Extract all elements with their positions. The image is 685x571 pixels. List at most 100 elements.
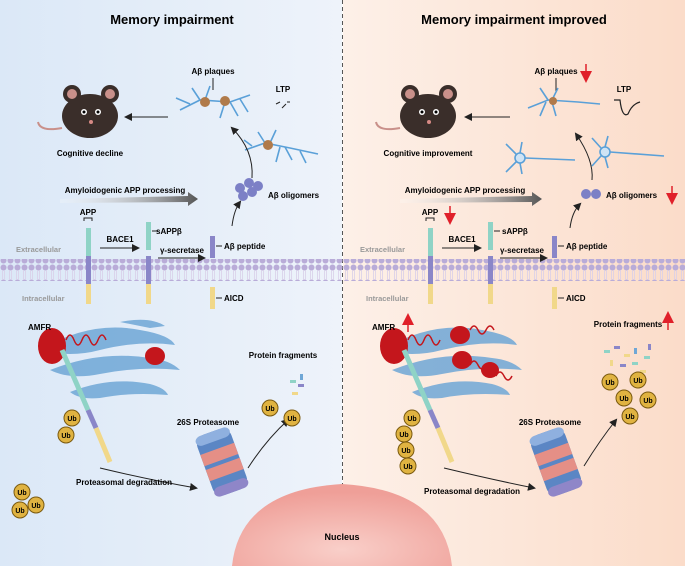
- ub-label: Ub: [643, 398, 652, 405]
- left-cognitive-label: Cognitive decline: [57, 149, 124, 158]
- right-panel-bg: [343, 0, 685, 566]
- proteasome-icon: [195, 427, 249, 497]
- app-ectodomain: [86, 228, 91, 256]
- nucleus-label: Nucleus: [324, 532, 359, 542]
- left-panel: Memory impairment Cognitive decline Aβ p…: [11, 12, 320, 519]
- ub-label: Ub: [15, 508, 24, 515]
- ub-label: Ub: [287, 416, 296, 423]
- c99-transmembrane: [146, 256, 151, 284]
- oligomer-cluster: [581, 189, 601, 199]
- aicd-fragment: [210, 287, 215, 309]
- ub-label: Ub: [67, 416, 76, 423]
- right-arrow-fragments: [583, 418, 618, 467]
- app-transmembrane: [86, 256, 91, 284]
- right-arrow-degradation: [443, 467, 536, 491]
- c99-cytoplasmic: [146, 284, 151, 304]
- left-app-label: APP: [80, 208, 97, 217]
- ub-label: Ub: [265, 406, 274, 413]
- neuron-icon: [527, 87, 601, 117]
- right-title: Memory impairment improved: [421, 12, 607, 27]
- ub-label: Ub: [17, 490, 26, 497]
- right-oligomers-label: Aβ oligomers: [606, 191, 658, 200]
- left-processing-arrow: [60, 192, 198, 206]
- left-arrow-degradation: [99, 467, 198, 491]
- ub-label: Ub: [625, 414, 634, 421]
- ub-label: Ub: [605, 380, 614, 387]
- right-degradation-label: Proteasomal degradation: [424, 487, 520, 496]
- mouse-icon: [375, 85, 457, 138]
- left-proteasome-label: 26S Proteasome: [177, 418, 240, 427]
- app-ectodomain: [428, 228, 433, 256]
- ub-icon: Ub Ub: [261, 399, 301, 427]
- right-processing-arrow: [400, 192, 542, 206]
- left-bace1-label: BACE1: [106, 235, 134, 244]
- neuron-icon: [505, 135, 665, 175]
- right-plaques-label: Aβ plaques: [534, 67, 578, 76]
- right-extracellular-label: Extracellular: [360, 245, 405, 254]
- right-ltp-trace: [614, 99, 641, 116]
- fragment-cluster: [290, 374, 304, 395]
- aicd-fragment: [552, 287, 557, 309]
- right-bace1-label: BACE1: [448, 235, 476, 244]
- ub-icon: Ub Ub Ub: [11, 483, 45, 519]
- left-aicd-label: AICD: [224, 294, 244, 303]
- mouse-icon: [37, 85, 119, 138]
- ub-label: Ub: [399, 432, 408, 439]
- app-transmembrane: [428, 256, 433, 284]
- right-arrow-peptide-oligomer: [569, 202, 582, 229]
- plaque-icon: [200, 96, 230, 107]
- left-degradation-label: Proteasomal degradation: [76, 478, 172, 487]
- ub-label: Ub: [31, 503, 40, 510]
- ub-icon: Ub Ub Ub Ub Ub: [601, 371, 657, 425]
- right-arrow-oligomer-up: [574, 132, 593, 181]
- left-ltp-label: LTP: [276, 85, 291, 94]
- right-processing-label: Amyloidogenic APP processing: [405, 186, 526, 195]
- abeta-peptide: [552, 236, 557, 258]
- fragment-cluster: [604, 344, 651, 373]
- left-extracellular-label: Extracellular: [16, 245, 61, 254]
- sappb-fragment: [146, 222, 151, 250]
- ub-label: Ub: [61, 433, 70, 440]
- plaque-icon: [549, 97, 557, 105]
- left-title: Memory impairment: [110, 12, 234, 27]
- ub-label: Ub: [407, 416, 416, 423]
- right-sappb-label: sAPPβ: [502, 227, 528, 236]
- right-ltp-label: LTP: [617, 85, 632, 94]
- proteasome-icon: [529, 427, 583, 497]
- app-cytoplasmic: [428, 284, 433, 304]
- right-amfr-label: AMFR: [372, 323, 395, 332]
- app-cytoplasmic: [86, 284, 91, 304]
- ub-label: Ub: [619, 396, 628, 403]
- neuron-icon: [243, 129, 319, 164]
- right-intracellular-label: Intracellular: [366, 294, 409, 303]
- left-fragments-label: Protein fragments: [249, 351, 318, 360]
- left-arrow-peptide-oligomer: [231, 200, 242, 227]
- c99-cytoplasmic: [488, 284, 493, 304]
- ub-label: Ub: [633, 378, 642, 385]
- neuron-icon: [175, 85, 251, 119]
- nucleus-icon: [232, 484, 452, 566]
- left-panel-bg: [0, 0, 342, 566]
- left-peptide-label: Aβ peptide: [224, 242, 266, 251]
- right-peptide-label: Aβ peptide: [566, 242, 608, 251]
- cell-membrane: [0, 259, 685, 281]
- left-ltp-trace: [275, 101, 290, 109]
- left-processing-label: Amyloidogenic APP processing: [65, 186, 186, 195]
- amfr-icon: [38, 328, 165, 365]
- abeta-peptide: [210, 236, 215, 258]
- oligomer-cluster: [235, 178, 263, 201]
- plaque-icon: [263, 140, 273, 150]
- left-arrow-oligomer-up: [230, 126, 253, 179]
- left-intracellular-label: Intracellular: [22, 294, 65, 303]
- right-gsec-label: γ-secretase: [500, 246, 545, 255]
- ub-label: Ub: [401, 448, 410, 455]
- ub-label: Ub: [403, 464, 412, 471]
- right-aicd-label: AICD: [566, 294, 586, 303]
- ub-icon: Ub Ub Ub Ub: [395, 409, 421, 475]
- left-amfr-label: AMFR: [28, 323, 51, 332]
- ub-icon: Ub Ub: [57, 409, 81, 444]
- right-proteasome-label: 26S Proteasome: [519, 418, 582, 427]
- c99-transmembrane: [488, 256, 493, 284]
- left-plaques-label: Aβ plaques: [191, 67, 235, 76]
